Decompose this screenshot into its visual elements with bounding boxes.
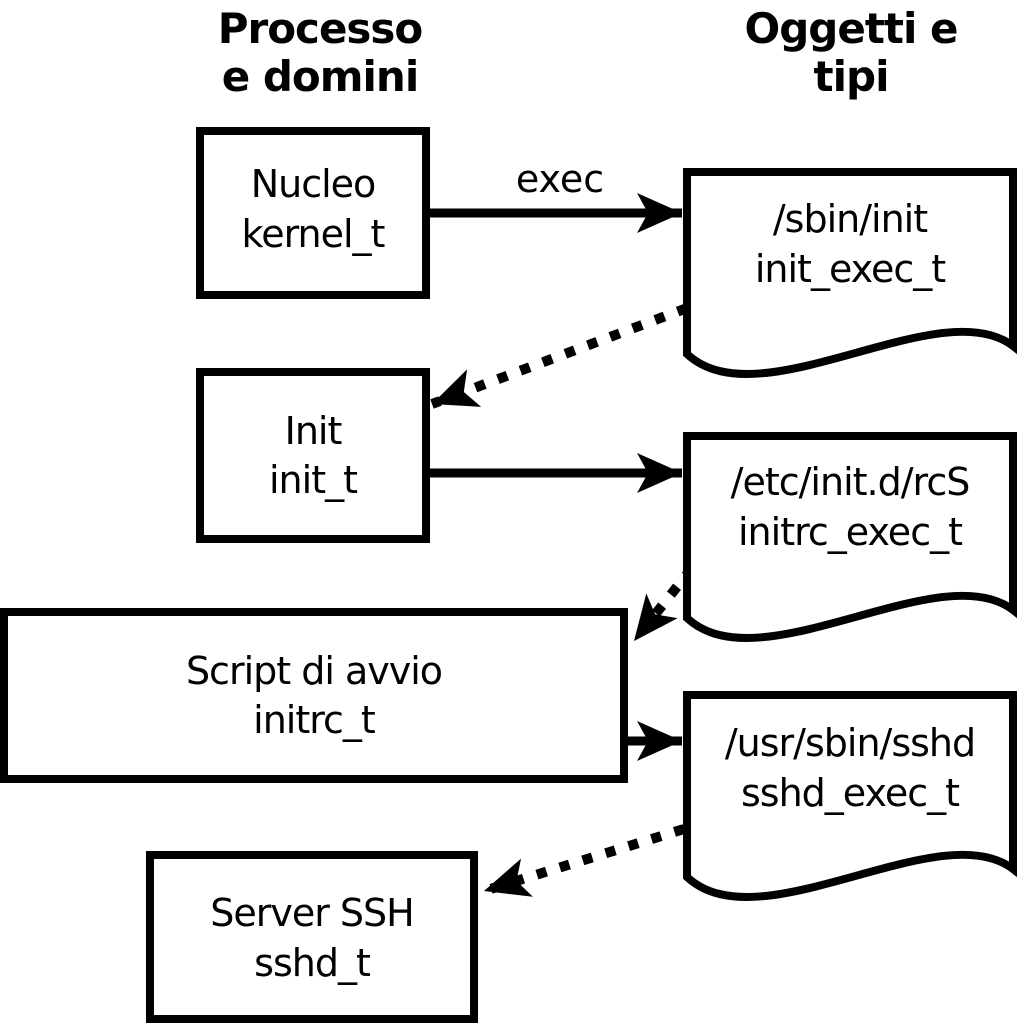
- process-box-initrc-rect: [0, 608, 628, 783]
- object-doc-sshd-exec-shape: [683, 691, 1017, 901]
- object-init-exec-type: init_exec_t: [755, 247, 945, 291]
- process-box-sshd-rect: [146, 851, 478, 1023]
- object-doc-initrc-exec-shape: [683, 432, 1017, 642]
- process-box-kernel-rect: [196, 127, 430, 299]
- process-sshd-label: Server SSH: [210, 891, 414, 935]
- transition-arrow-initrc-exec-to-initrc: [630, 564, 696, 645]
- object-doc-sshd-exec: /usr/sbin/sshd sshd_exec_t: [683, 691, 1017, 901]
- object-init-exec-path: /sbin/init: [773, 197, 927, 241]
- transition-arrow-init-exec-to-init: [430, 303, 689, 409]
- process-sshd-domain: sshd_t: [254, 941, 370, 985]
- object-initrc-exec-path: /etc/init.d/rcS: [731, 460, 970, 504]
- process-initrc-label: Script di avvio: [186, 649, 442, 693]
- transition-arrow-sshd-exec-to-sshd: [482, 824, 686, 897]
- column-header-objects-line1: Oggetti e: [745, 4, 958, 53]
- exec-arrow-label: exec: [516, 157, 604, 201]
- object-doc-initrc-exec: /etc/init.d/rcS initrc_exec_t: [683, 432, 1017, 642]
- process-box-kernel: Nucleo kernel_t: [196, 127, 430, 299]
- process-initrc-domain: initrc_t: [253, 698, 375, 742]
- object-sshd-exec-path: /usr/sbin/sshd: [725, 721, 975, 765]
- process-kernel-label: Nucleo: [251, 162, 376, 206]
- process-box-initrc: Script di avvio initrc_t: [0, 608, 628, 783]
- column-header-objects: Oggetti e tipi: [745, 4, 959, 101]
- process-box-init: Init init_t: [196, 368, 430, 543]
- column-header-processes-line1: Processo: [218, 4, 423, 53]
- process-kernel-domain: kernel_t: [242, 212, 385, 256]
- object-doc-init-exec-shape: [683, 168, 1017, 378]
- column-header-objects-line2: tipi: [814, 52, 889, 101]
- column-header-processes-line2: e domini: [222, 52, 418, 101]
- process-init-label: Init: [285, 409, 342, 453]
- process-box-init-rect: [196, 368, 430, 543]
- object-doc-init-exec: /sbin/init init_exec_t: [683, 168, 1017, 378]
- diagram-edges: exec: [430, 157, 696, 897]
- process-init-domain: init_t: [269, 458, 357, 502]
- object-initrc-exec-type: initrc_exec_t: [738, 510, 962, 554]
- process-box-sshd: Server SSH sshd_t: [146, 851, 478, 1023]
- column-header-processes: Processo e domini: [218, 4, 424, 101]
- object-sshd-exec-type: sshd_exec_t: [741, 771, 959, 815]
